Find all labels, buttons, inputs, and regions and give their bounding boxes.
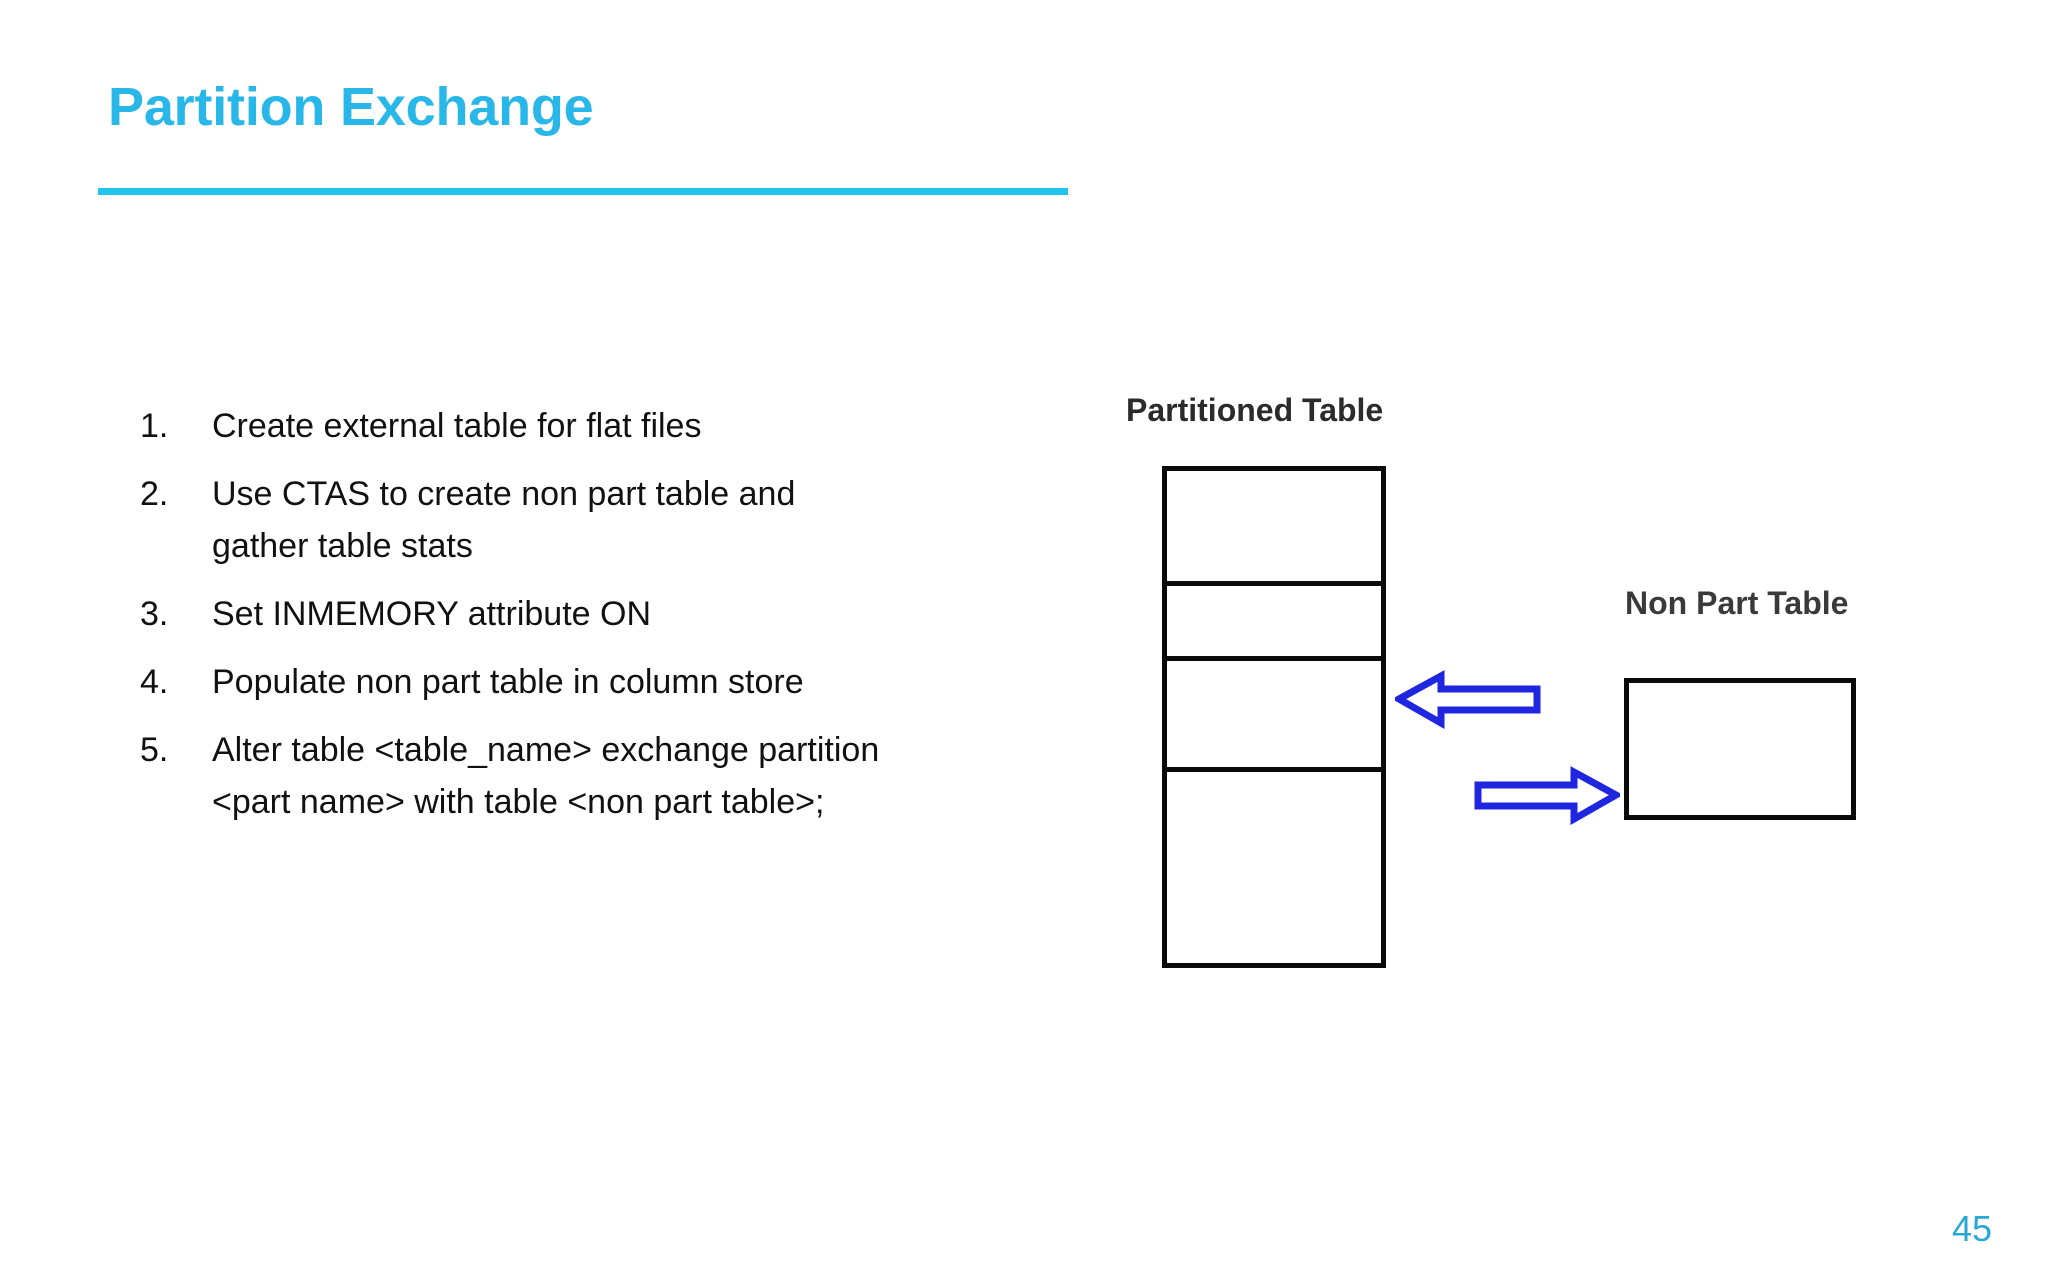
arrow-right-icon — [1474, 766, 1620, 825]
non-part-table-shape — [1624, 678, 1856, 820]
list-item-line-1: Use CTAS to create non part table and — [212, 475, 796, 513]
partition-cell — [1167, 586, 1381, 661]
partition-cell — [1167, 661, 1381, 772]
partition-cell — [1167, 772, 1381, 963]
steps-list: 1. Create external table for flat files … — [140, 400, 1050, 844]
list-item: 5. Alter table <table_name> exchange par… — [140, 724, 1050, 828]
list-item-text: Populate non part table in column store — [212, 656, 1050, 708]
partition-exchange-diagram: Partitioned Table Non Part Table — [1100, 380, 1930, 1000]
non-part-table-label: Non Part Table — [1625, 585, 1849, 621]
list-item: 4. Populate non part table in column sto… — [140, 656, 1050, 708]
list-item: 1. Create external table for flat files — [140, 400, 1050, 452]
list-item-number: 1. — [140, 407, 169, 445]
partition-cell — [1167, 471, 1381, 586]
partitioned-table-shape — [1162, 466, 1386, 968]
list-item-number: 5. — [140, 731, 169, 769]
list-item-line-1: Create external table for flat files — [212, 407, 702, 445]
list-item: 2. Use CTAS to create non part table and… — [140, 468, 1050, 572]
title-underline-rule — [98, 188, 1068, 195]
page-title: Partition Exchange — [108, 77, 594, 137]
list-item-number: 2. — [140, 475, 169, 513]
page-number: 45 — [1952, 1208, 1993, 1249]
list-item-line-1: Set INMEMORY attribute ON — [212, 595, 651, 633]
list-item-number: 4. — [140, 663, 169, 701]
list-item-line-2: <part name> with table <non part table>; — [212, 783, 825, 821]
exchange-arrows — [1395, 670, 1620, 825]
arrow-left-icon — [1395, 670, 1541, 730]
list-item-text: Set INMEMORY attribute ON — [212, 588, 1050, 640]
list-item-line-2: gather table stats — [212, 527, 473, 565]
list-item-line-1: Populate non part table in column store — [212, 663, 804, 701]
list-item: 3. Set INMEMORY attribute ON — [140, 588, 1050, 640]
partitioned-table-label: Partitioned Table — [1126, 392, 1384, 428]
list-item-text: Use CTAS to create non part table and ga… — [212, 468, 1050, 572]
list-item-line-1: Alter table <table_name> exchange partit… — [212, 731, 880, 769]
list-item-text: Alter table <table_name> exchange partit… — [212, 724, 1050, 828]
list-item-text: Create external table for flat files — [212, 400, 1050, 452]
list-item-number: 3. — [140, 595, 169, 633]
